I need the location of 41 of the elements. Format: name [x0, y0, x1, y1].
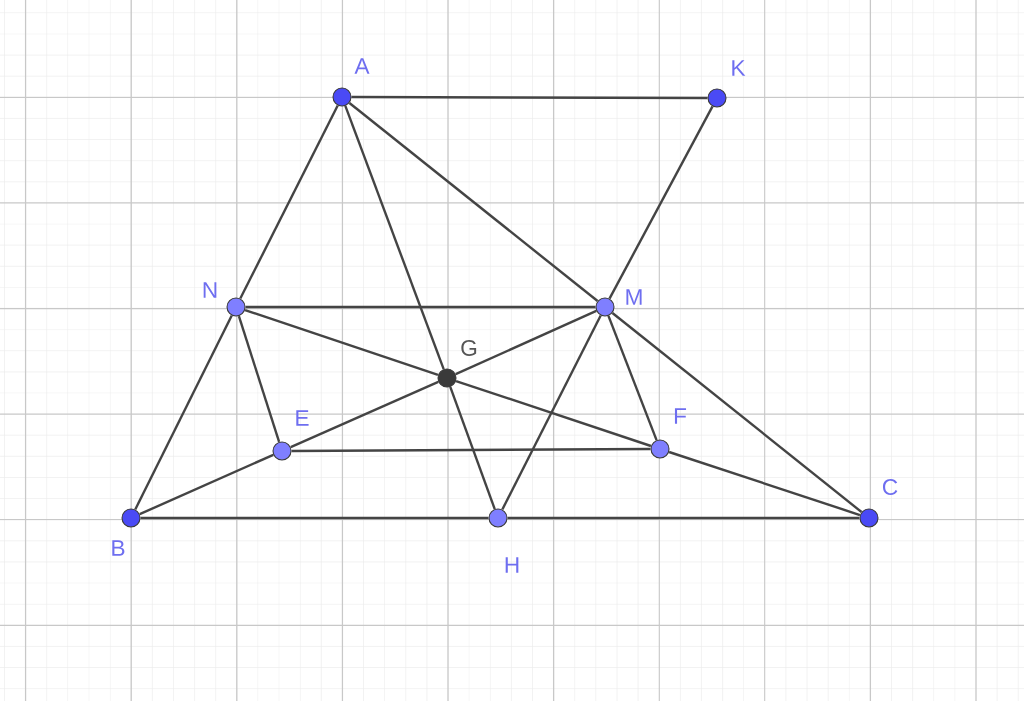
line-segment	[668, 450, 861, 517]
line-segment	[449, 386, 496, 510]
point-marker	[859, 508, 879, 528]
point-marker	[650, 439, 670, 459]
line-segment	[611, 312, 863, 513]
point-marker	[226, 297, 246, 317]
point-label: H	[505, 557, 519, 573]
line-segment	[237, 315, 281, 443]
point-label: G	[461, 340, 477, 357]
line-segment	[348, 102, 599, 302]
point-marker	[707, 88, 727, 108]
line-segment	[140, 516, 489, 520]
line-segment	[344, 105, 445, 370]
point-label: E	[296, 410, 309, 426]
line-segment	[134, 315, 233, 510]
point-marker	[437, 368, 457, 388]
line-segment	[608, 105, 714, 300]
line-segment	[245, 305, 596, 309]
point-label: K	[732, 60, 746, 76]
line-segment	[351, 95, 708, 100]
point-label: M	[626, 289, 642, 305]
point-marker	[595, 297, 615, 317]
line-segment	[507, 516, 860, 520]
point-label: B	[112, 540, 125, 556]
point-marker	[272, 441, 292, 461]
point-marker	[121, 508, 141, 528]
point-label: C	[882, 479, 898, 496]
line-segment	[291, 447, 651, 453]
line-segment	[455, 379, 652, 448]
point-marker	[332, 87, 352, 107]
line-segment	[501, 314, 602, 511]
line-segment	[607, 315, 658, 441]
line-segment	[239, 105, 339, 300]
line-segment	[244, 308, 439, 377]
line-segment	[290, 380, 439, 449]
point-label: F	[674, 408, 687, 424]
line-segment	[139, 453, 274, 516]
point-label: A	[354, 58, 370, 74]
point-marker	[488, 508, 508, 528]
line-segment	[455, 309, 597, 376]
point-label: N	[203, 282, 217, 298]
